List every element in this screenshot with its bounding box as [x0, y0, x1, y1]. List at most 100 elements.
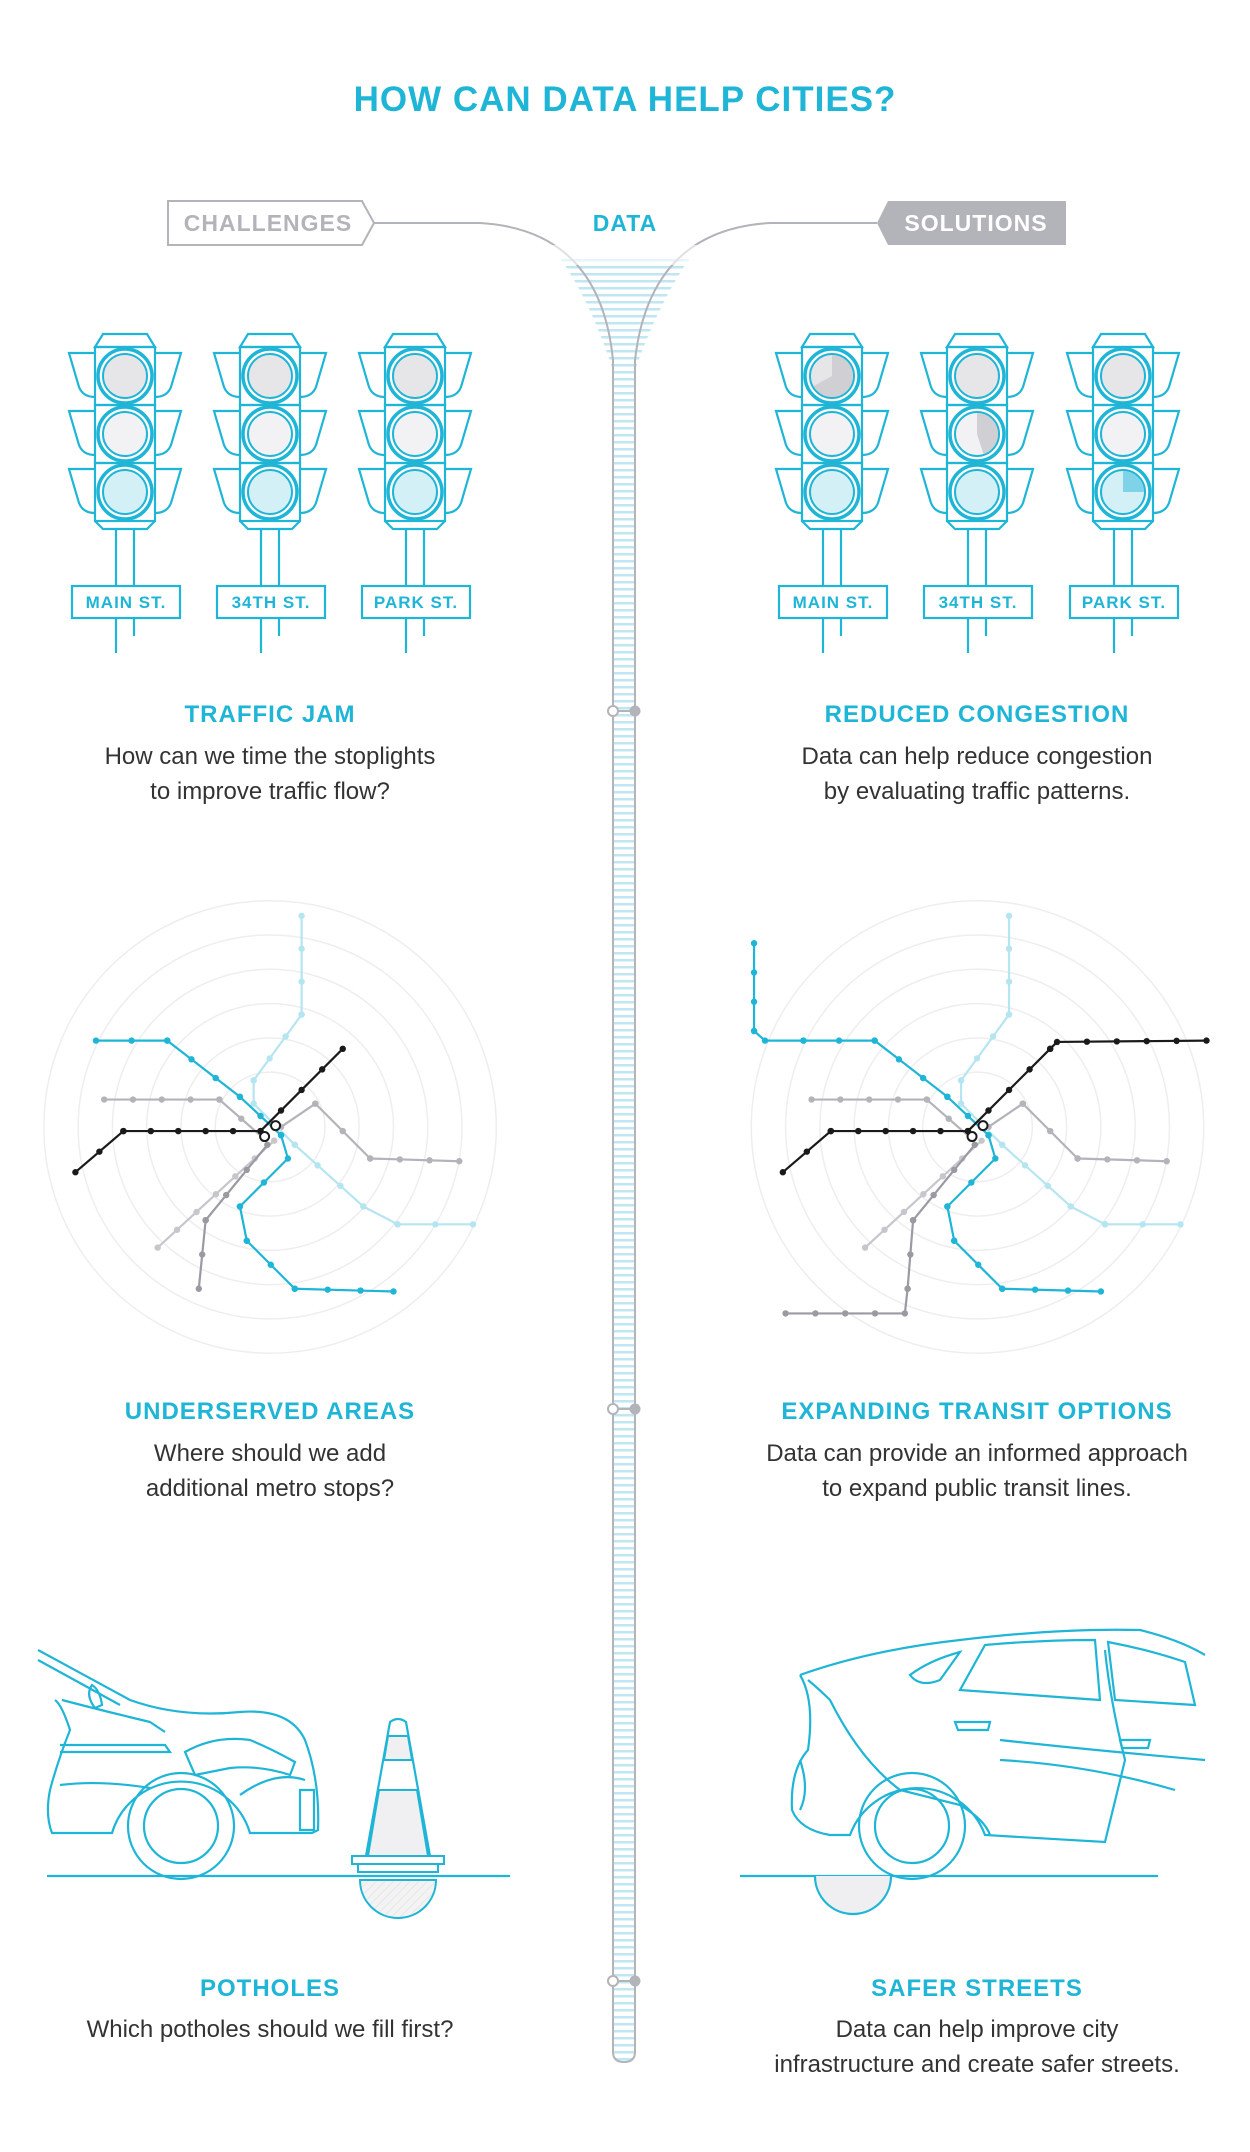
metro-map-right: [750, 899, 1210, 1354]
metro-stop: [243, 1237, 250, 1244]
metro-stop: [999, 1285, 1006, 1292]
transfer-station: [977, 1120, 989, 1132]
metro-stop: [871, 1310, 879, 1317]
metro-stop: [271, 1137, 278, 1144]
street-sign: [922, 584, 1034, 620]
metro-stop: [173, 1226, 181, 1233]
green-lamp: [386, 463, 444, 521]
metro-stop: [1031, 1286, 1039, 1293]
metro-stop: [129, 1096, 137, 1103]
metro-stop: [837, 1096, 844, 1103]
metro-stop: [390, 1288, 397, 1295]
metro-stop: [216, 1096, 223, 1103]
challenge-text: to improve traffic flow?: [150, 778, 390, 805]
solution-text: by evaluating traffic patterns.: [824, 778, 1130, 805]
challenge-heading: UNDERSERVED AREAS: [125, 1398, 415, 1425]
metro-stop: [1019, 1100, 1026, 1107]
green-lamp: [96, 463, 154, 521]
metro-stop: [957, 1100, 965, 1107]
metro-stop: [894, 1096, 902, 1103]
metro-stop: [314, 1162, 321, 1169]
metro-stop: [236, 1203, 244, 1210]
red-lamp: [96, 347, 154, 405]
green-lamp: [803, 463, 861, 521]
street-sign: [215, 584, 327, 620]
metro-stop: [92, 1037, 100, 1044]
timer-wedge: [1123, 471, 1144, 492]
metro-stop: [957, 1077, 965, 1084]
metro-stop: [1044, 1182, 1052, 1190]
metro-stop: [193, 1208, 200, 1216]
metro-stop: [229, 1127, 237, 1135]
metro-stop: [900, 1208, 908, 1216]
metro-stop: [298, 1011, 305, 1018]
street-label: 34TH ST.: [232, 593, 311, 612]
metro-stop: [202, 1127, 209, 1135]
solution-text: Data can help reduce congestion: [802, 743, 1153, 770]
metro-stop: [260, 1179, 268, 1186]
metro-stop: [1097, 1288, 1105, 1295]
metro-stop: [243, 1166, 250, 1174]
metro-stop: [866, 1096, 873, 1103]
traffic-cone-icon: [351, 1717, 445, 1919]
timer-wedge: [813, 355, 853, 397]
red-lamp: [1094, 347, 1152, 405]
metro-stop: [266, 1055, 273, 1062]
street-label: PARK ST.: [374, 593, 458, 612]
traffic-light: 34TH ST.: [919, 332, 1035, 653]
metro-stop: [871, 1037, 878, 1044]
metro-line-gray: [197, 1144, 269, 1289]
street-sign: [70, 584, 182, 620]
challenge-text: additional metro stops?: [146, 1475, 394, 1502]
solution-heading: SAFER STREETS: [871, 1975, 1083, 2002]
metro-stop: [1005, 1011, 1013, 1018]
metro-stop: [901, 1310, 909, 1317]
yellow-lamp: [1094, 405, 1152, 463]
metro-line-gray: [987, 1102, 1167, 1163]
metro-line-light-blue: [959, 915, 1181, 1226]
metro-stop: [164, 1037, 171, 1044]
metro-stop: [992, 1155, 999, 1162]
car-rear-illustration: [740, 1628, 1206, 1916]
metro-stop: [456, 1158, 463, 1165]
pipe-connector: [607, 1975, 641, 1987]
metro-stop: [394, 1221, 401, 1228]
metro-line-black: [74, 1048, 344, 1174]
metro-stop: [827, 1127, 835, 1135]
metro-stop: [1083, 1038, 1091, 1045]
metro-stop: [100, 1096, 108, 1103]
metro-stop: [989, 1033, 997, 1040]
metro-stop: [1173, 1037, 1180, 1045]
metro-stop: [1203, 1037, 1210, 1044]
metro-stop: [779, 1169, 787, 1176]
challenge-text: How can we time the stoplights: [105, 743, 436, 770]
metro-stop: [202, 1216, 209, 1224]
metro-stop: [257, 1112, 264, 1120]
challenge-heading: TRAFFIC JAM: [185, 701, 356, 728]
metro-stop: [96, 1148, 103, 1155]
metro-stop: [1104, 1156, 1111, 1163]
timer-wedge: [977, 413, 999, 454]
metro-stop: [318, 1066, 326, 1073]
street-sign: [360, 584, 472, 620]
metro-stop: [337, 1182, 344, 1190]
challenges-label: CHALLENGES: [184, 210, 352, 236]
metro-stop: [366, 1155, 374, 1162]
metro-stop: [1067, 1203, 1074, 1210]
metro-stop: [1143, 1037, 1150, 1045]
metro-stop: [291, 1285, 298, 1292]
metro-stop: [895, 1056, 903, 1063]
red-lamp: [241, 347, 299, 405]
metro-stop: [188, 1056, 195, 1063]
metro-stop: [944, 1093, 951, 1101]
metro-stop: [1113, 1038, 1121, 1045]
metro-stop: [298, 978, 305, 985]
metro-stop: [835, 1037, 843, 1044]
metro-stop: [1005, 1086, 1013, 1094]
metro-stop: [277, 1131, 285, 1139]
pipe-connector: [607, 705, 641, 717]
yellow-lamp: [241, 405, 299, 463]
